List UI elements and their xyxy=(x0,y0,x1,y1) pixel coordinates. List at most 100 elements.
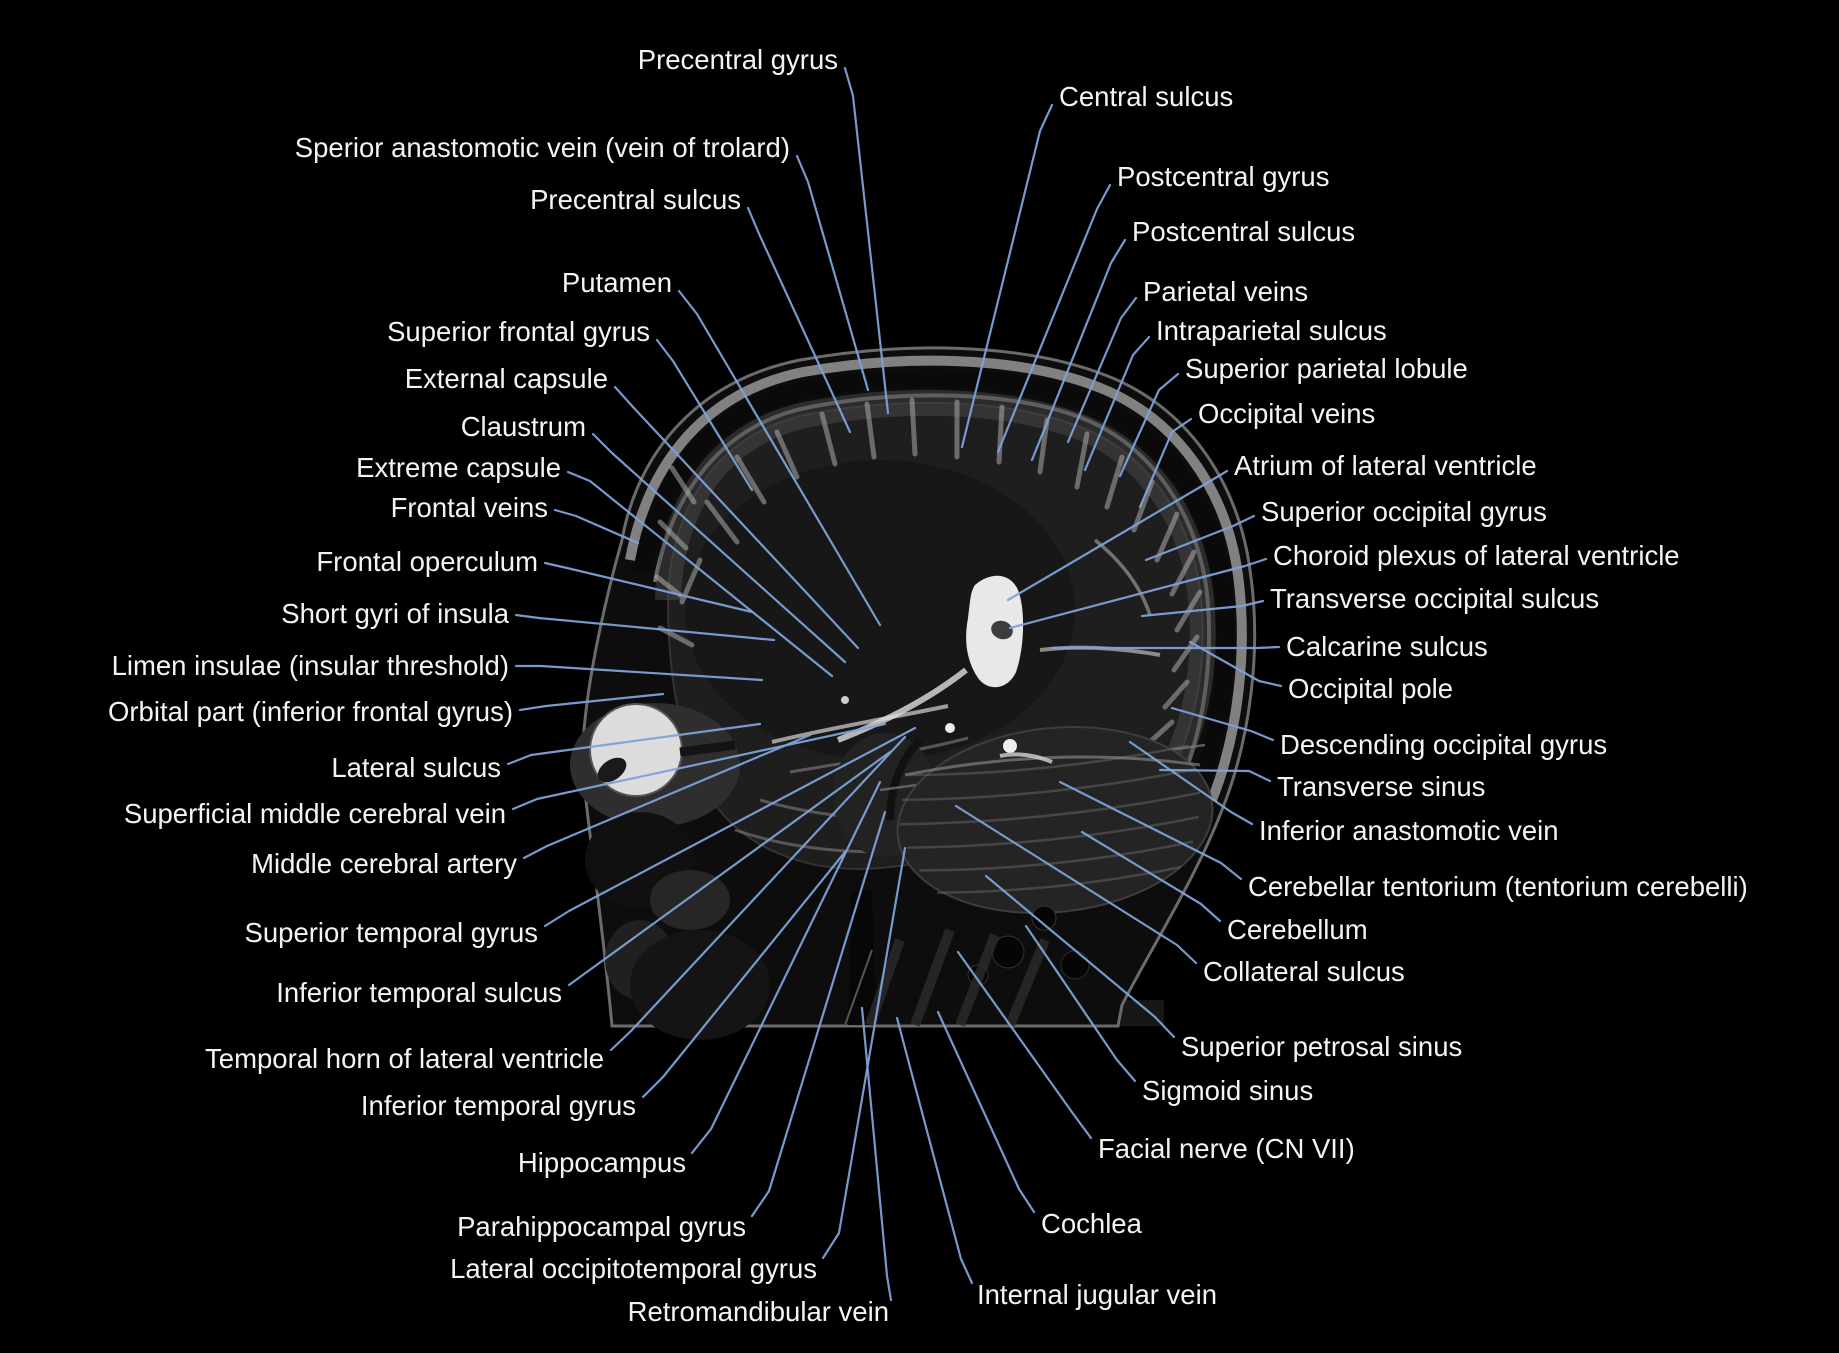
anatomy-label-facial-nerve: Facial nerve (CN VII) xyxy=(1098,1133,1355,1164)
white-matter-core xyxy=(685,460,1075,760)
neck-muscles xyxy=(865,928,1050,1027)
leader-line-central-sulcus xyxy=(960,103,1054,449)
parieto-occipital-line xyxy=(1093,538,1152,616)
leader-line-retromandibular-vein xyxy=(860,1006,893,1302)
leader-lines-layer xyxy=(506,66,1283,1302)
leader-line-superior-petrosal-sinus xyxy=(984,874,1176,1039)
anatomy-label-putamen: Putamen xyxy=(562,267,672,298)
leader-line-parahippocampal-gyrus xyxy=(750,810,887,1218)
labyrinth-speck-2 xyxy=(1003,739,1017,753)
anatomy-label-transverse-sinus: Transverse sinus xyxy=(1277,771,1485,802)
anatomy-label-orbital-part: Orbital part (inferior frontal gyrus) xyxy=(108,696,513,727)
anatomy-label-calcarine-sulcus: Calcarine sulcus xyxy=(1286,631,1488,662)
leader-line-intraparietal-sulcus xyxy=(1083,335,1151,472)
anatomy-label-frontal-operculum: Frontal operculum xyxy=(316,546,538,577)
leader-line-calcarine-sulcus xyxy=(1050,645,1281,650)
leader-line-inferior-temporal-gyrus xyxy=(641,850,847,1099)
leader-line-temporal-horn-of-lateral-ventricle xyxy=(609,735,907,1052)
leader-line-parietal-veins xyxy=(1066,296,1138,444)
leader-line-transverse-sinus xyxy=(1158,768,1272,783)
mri-brain-art xyxy=(570,346,1257,1040)
anatomy-label-occipital-pole: Occipital pole xyxy=(1288,673,1453,704)
optic-nerve xyxy=(679,740,736,757)
labyrinth-speck-1 xyxy=(945,723,955,733)
mandible-region xyxy=(630,930,770,1040)
anatomy-label-central-sulcus: Central sulcus xyxy=(1059,81,1233,112)
leader-line-internal-jugular-vein xyxy=(895,1016,974,1285)
anatomy-label-extreme-capsule: Extreme capsule xyxy=(356,452,561,483)
leader-line-inferior-anastomotic-vein xyxy=(1128,740,1254,826)
leader-line-precentral-sulcus xyxy=(746,206,852,434)
leader-line-claustrum xyxy=(591,432,847,664)
anatomy-label-collateral-sulcus: Collateral sulcus xyxy=(1203,956,1405,987)
leader-line-inferior-temporal-sulcus xyxy=(567,750,892,987)
ear-canal xyxy=(1060,950,1090,980)
eyeball xyxy=(589,703,683,797)
airway xyxy=(848,890,876,1025)
anatomy-label-occipital-veins: Occipital veins xyxy=(1198,398,1375,429)
leader-line-lateral-occipitotemporal-gyrus xyxy=(821,846,907,1260)
leader-line-lateral-sulcus xyxy=(506,722,762,766)
anatomy-label-choroid-plexus-of-lateral-ventricle: Choroid plexus of lateral ventricle xyxy=(1273,540,1680,571)
leader-line-superior-occipital-gyrus xyxy=(1144,514,1256,562)
anatomy-label-superior-frontal-gyrus: Superior frontal gyrus xyxy=(387,316,650,347)
leader-line-facial-nerve xyxy=(956,950,1093,1140)
anatomy-label-claustrum: Claustrum xyxy=(461,411,586,442)
anatomy-label-cochlea: Cochlea xyxy=(1041,1208,1143,1239)
scalp-band xyxy=(625,355,1247,802)
leader-line-postcentral-gyrus xyxy=(996,183,1112,454)
anatomy-label-superior-anastomotic-vein: Sperior anastomotic vein (vein of trolar… xyxy=(295,132,790,163)
anatomy-label-lateral-occipitotemporal-gyrus: Lateral occipitotemporal gyrus xyxy=(450,1253,817,1284)
leader-line-superficial-middle-cerebral-vein xyxy=(511,722,887,811)
leader-line-transverse-occipital-sulcus xyxy=(1140,599,1265,618)
anatomy-label-lateral-sulcus: Lateral sulcus xyxy=(331,752,501,783)
leader-line-cochlea xyxy=(936,1010,1036,1214)
peduncle-shadow xyxy=(886,737,923,821)
leader-line-choroid-plexus-of-lateral-ventricle xyxy=(1008,557,1268,630)
leader-line-postcentral-sulcus xyxy=(1030,238,1127,462)
anatomy-label-transverse-occipital-sulcus: Transverse occipital sulcus xyxy=(1270,583,1599,614)
anatomy-label-middle-cerebral-artery: Middle cerebral artery xyxy=(251,848,517,879)
leader-line-cerebellar-tentorium xyxy=(1058,780,1243,881)
leader-line-external-capsule xyxy=(613,385,860,650)
neck-fascia xyxy=(844,949,873,1026)
skull-band xyxy=(633,369,1235,794)
leader-line-sigmoid-sinus xyxy=(1024,924,1137,1083)
leader-line-superior-temporal-gyrus xyxy=(543,726,917,928)
choroid-plexus-spot xyxy=(991,620,1013,640)
choroid-fissure-streak xyxy=(836,667,968,743)
anatomy-label-precentral-gyrus: Precentral gyrus xyxy=(638,44,838,75)
leader-line-middle-cerebral-artery xyxy=(522,733,812,860)
leader-line-superior-parietal-lobule xyxy=(1118,372,1180,478)
anatomy-label-inferior-temporal-sulcus: Inferior temporal sulcus xyxy=(276,977,562,1008)
anatomy-label-inferior-temporal-gyrus: Inferior temporal gyrus xyxy=(361,1090,636,1121)
anatomy-label-parahippocampal-gyrus: Parahippocampal gyrus xyxy=(457,1211,746,1242)
anatomy-label-precentral-sulcus: Precentral sulcus xyxy=(530,184,741,215)
leader-line-descending-occipital-gyrus xyxy=(1170,706,1275,742)
sulci-bright-marks xyxy=(654,397,1203,745)
leader-line-limen-insulae xyxy=(514,664,764,682)
leader-line-occipital-pole xyxy=(1188,640,1283,688)
leader-line-superior-anastomotic-vein xyxy=(795,154,870,392)
leader-line-hippocampus xyxy=(690,780,882,1155)
leader-line-frontal-veins xyxy=(553,508,640,545)
anatomy-label-superior-temporal-gyrus: Superior temporal gyrus xyxy=(245,917,538,948)
anatomy-label-sigmoid-sinus: Sigmoid sinus xyxy=(1142,1075,1313,1106)
anatomy-label-superior-petrosal-sinus: Superior petrosal sinus xyxy=(1181,1031,1462,1062)
anatomy-label-superficial-middle-cerebral-vein: Superficial middle cerebral vein xyxy=(124,798,506,829)
anatomy-label-short-gyri-of-insula: Short gyri of insula xyxy=(281,598,509,629)
labyrinth-speck-3 xyxy=(841,696,849,704)
anatomy-label-external-capsule: External capsule xyxy=(405,363,608,394)
leader-line-orbital-part xyxy=(518,692,665,712)
anatomy-label-postcentral-gyrus: Postcentral gyrus xyxy=(1117,161,1329,192)
anatomy-label-cerebellar-tentorium: Cerebellar tentorium (tentorium cerebell… xyxy=(1248,871,1748,902)
leader-line-occipital-veins xyxy=(1138,417,1193,509)
anatomy-label-retromandibular-vein: Retromandibular vein xyxy=(628,1296,889,1327)
anatomy-label-superior-occipital-gyrus: Superior occipital gyrus xyxy=(1261,496,1547,527)
leader-line-short-gyri-of-insula xyxy=(514,613,776,642)
petrosal-bright-squiggle xyxy=(999,752,1053,764)
anatomy-label-descending-occipital-gyrus: Descending occipital gyrus xyxy=(1280,729,1607,760)
